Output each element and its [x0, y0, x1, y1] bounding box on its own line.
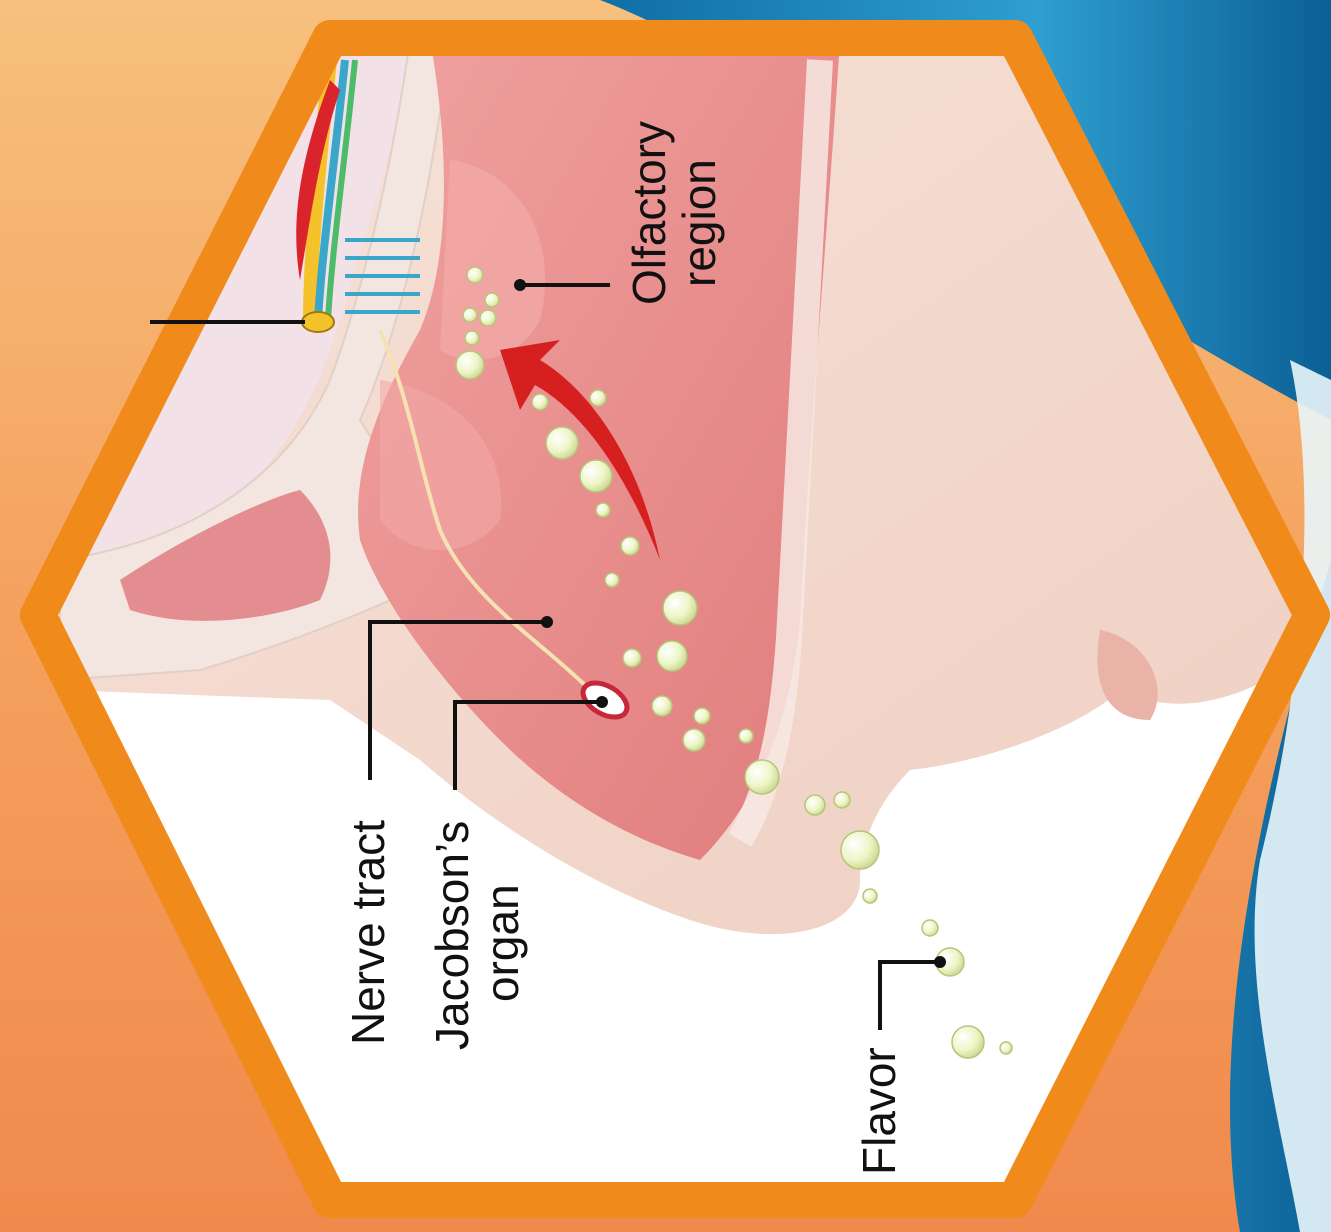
olfactory-region-line1: Olfactory	[623, 121, 675, 305]
jacobsons-leader-dot	[596, 696, 608, 708]
flavor-bubble	[745, 760, 779, 794]
flavor-leader-dot	[934, 956, 946, 968]
flavor-bubble	[863, 889, 877, 903]
nerve-tract-label: Nerve tract	[342, 820, 394, 1045]
nerve-tract-leader-dot	[541, 616, 553, 628]
jacobsons-organ-line1: Jacobson’s	[426, 821, 478, 1050]
flavor-bubble	[652, 696, 672, 716]
flavor-bubble	[739, 729, 753, 743]
olfactory-leader-dot	[514, 279, 526, 291]
flavor-bubble	[694, 708, 710, 724]
flavor-bubble	[841, 831, 879, 869]
flavor-bubble	[546, 427, 578, 459]
flavor-bubble	[465, 331, 479, 345]
olfactory-bulb	[302, 312, 334, 332]
flavor-bubble	[467, 267, 483, 283]
flavor-bubble	[657, 641, 687, 671]
flavor-bubble	[663, 591, 697, 625]
flavor-bubble	[805, 795, 825, 815]
flavor-bubble	[621, 537, 639, 555]
flavor-bubble	[952, 1026, 984, 1058]
flavor-label: Flavor	[853, 1047, 905, 1175]
flavor-bubble	[922, 920, 938, 936]
flavor-bubble	[590, 390, 606, 406]
flavor-bubble	[463, 308, 477, 322]
flavor-bubble	[456, 351, 484, 379]
flavor-bubble	[485, 293, 499, 307]
flavor-bubble	[1000, 1042, 1012, 1054]
flavor-bubble	[580, 460, 612, 492]
jacobsons-organ-line2: organ	[476, 884, 528, 1002]
flavor-bubble	[532, 394, 548, 410]
flavor-bubble	[623, 649, 641, 667]
olfactory-region-line2: region	[673, 159, 725, 287]
flavor-bubble	[605, 573, 619, 587]
flavor-bubble	[596, 503, 610, 517]
flavor-bubble	[683, 729, 705, 751]
flavor-bubble	[480, 310, 496, 326]
flavor-bubble	[834, 792, 850, 808]
